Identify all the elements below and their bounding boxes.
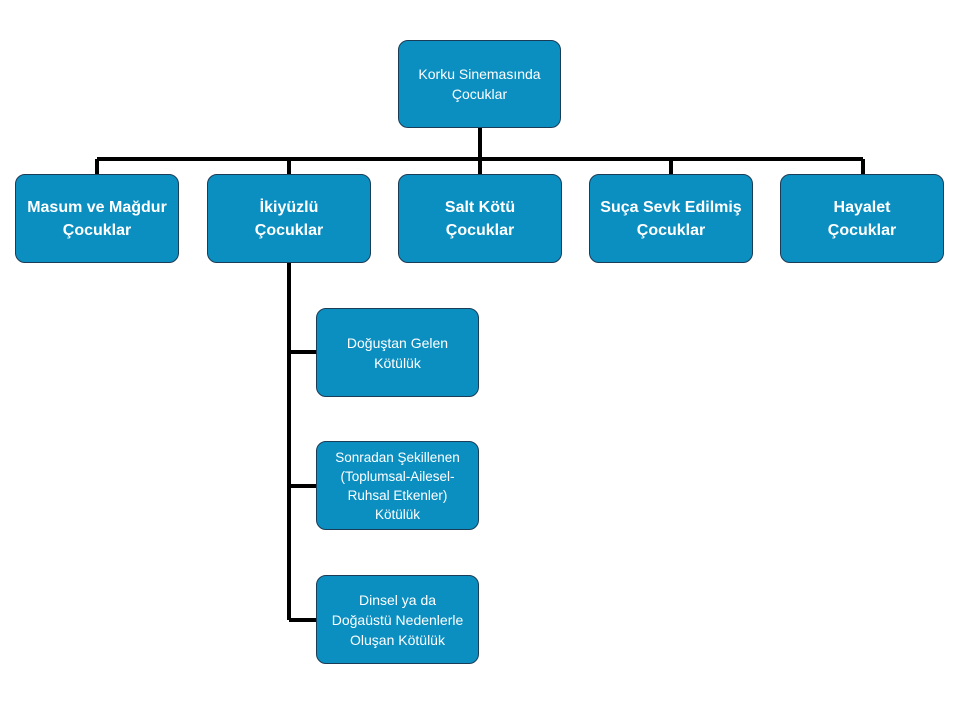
subtype-node-supernatural-evil: Dinsel ya da Doğaüstü Nedenlerle Oluşan … <box>316 575 479 664</box>
root-node-label: Korku Sinemasında Çocuklar <box>418 66 541 102</box>
category-label: İkiyüzlü Çocuklar <box>254 198 324 239</box>
category-label: Suça Sevk Edilmiş Çocuklar <box>600 198 742 239</box>
subtype-label: Sonradan Şekillenen (Toplumsal-Ailesel- … <box>335 449 460 522</box>
category-label: Hayalet Çocuklar <box>827 198 897 239</box>
category-node-led-to-crime: Suça Sevk Edilmiş Çocuklar <box>589 174 753 263</box>
category-node-pure-evil: Salt Kötü Çocuklar <box>398 174 562 263</box>
subtype-label: Doğuştan Gelen Kötülük <box>346 334 449 371</box>
category-label: Salt Kötü Çocuklar <box>444 198 516 239</box>
category-node-two-faced: İkiyüzlü Çocuklar <box>207 174 371 263</box>
category-node-innocent-victim: Masum ve Mağdur Çocuklar <box>15 174 179 263</box>
root-node: Korku Sinemasında Çocuklar <box>398 40 561 128</box>
subtype-node-innate-evil: Doğuştan Gelen Kötülük <box>316 308 479 397</box>
subtype-label: Dinsel ya da Doğaüstü Nedenlerle Oluşan … <box>331 591 464 648</box>
subtype-node-acquired-evil: Sonradan Şekillenen (Toplumsal-Ailesel- … <box>316 441 479 530</box>
category-node-ghost: Hayalet Çocuklar <box>780 174 944 263</box>
category-label: Masum ve Mağdur Çocuklar <box>27 198 167 239</box>
